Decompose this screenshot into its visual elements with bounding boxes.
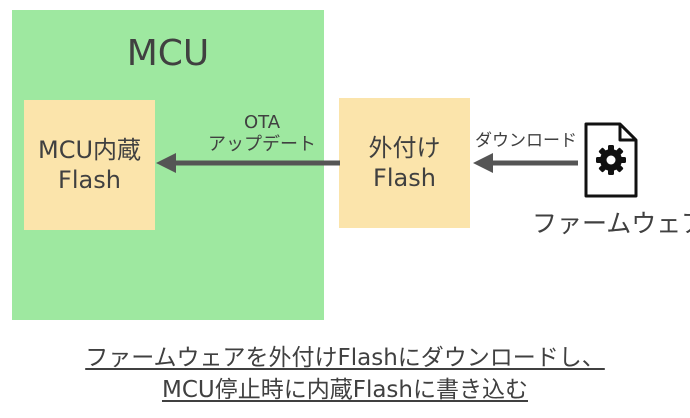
caption-line-1: ファームウェアを外付けFlashにダウンロードし、 [0, 342, 690, 374]
ota-arrow [156, 153, 340, 173]
ota-label-line2: アップデート [208, 134, 316, 155]
caption-line-1-text: ファームウェアを外付けFlashにダウンロードし、 [85, 345, 605, 371]
ota-label-line1: OTA [243, 112, 281, 133]
firmware-label: ファームウェア [532, 209, 690, 238]
internal-flash-label-line2: Flash [58, 166, 121, 194]
mcu-title: MCU [126, 33, 210, 74]
external-flash-box: 外付け Flash [339, 98, 470, 228]
download-arrow [473, 153, 578, 173]
internal-flash-box: MCU内蔵 Flash [24, 100, 155, 230]
caption-line-2: MCU停止時に内蔵Flashに書き込む [0, 374, 690, 406]
document-gear-icon [584, 122, 638, 198]
external-flash-label-line1: 外付け [368, 134, 441, 162]
ota-update-label: OTA アップデート [200, 112, 324, 156]
diagram-caption: ファームウェアを外付けFlashにダウンロードし、 MCU停止時に内蔵Flash… [0, 342, 690, 406]
internal-flash-label-line1: MCU内蔵 [37, 136, 142, 164]
caption-line-2-text: MCU停止時に内蔵Flashに書き込む [161, 377, 528, 403]
download-label: ダウンロード [475, 131, 577, 151]
external-flash-label-line2: Flash [373, 164, 436, 192]
